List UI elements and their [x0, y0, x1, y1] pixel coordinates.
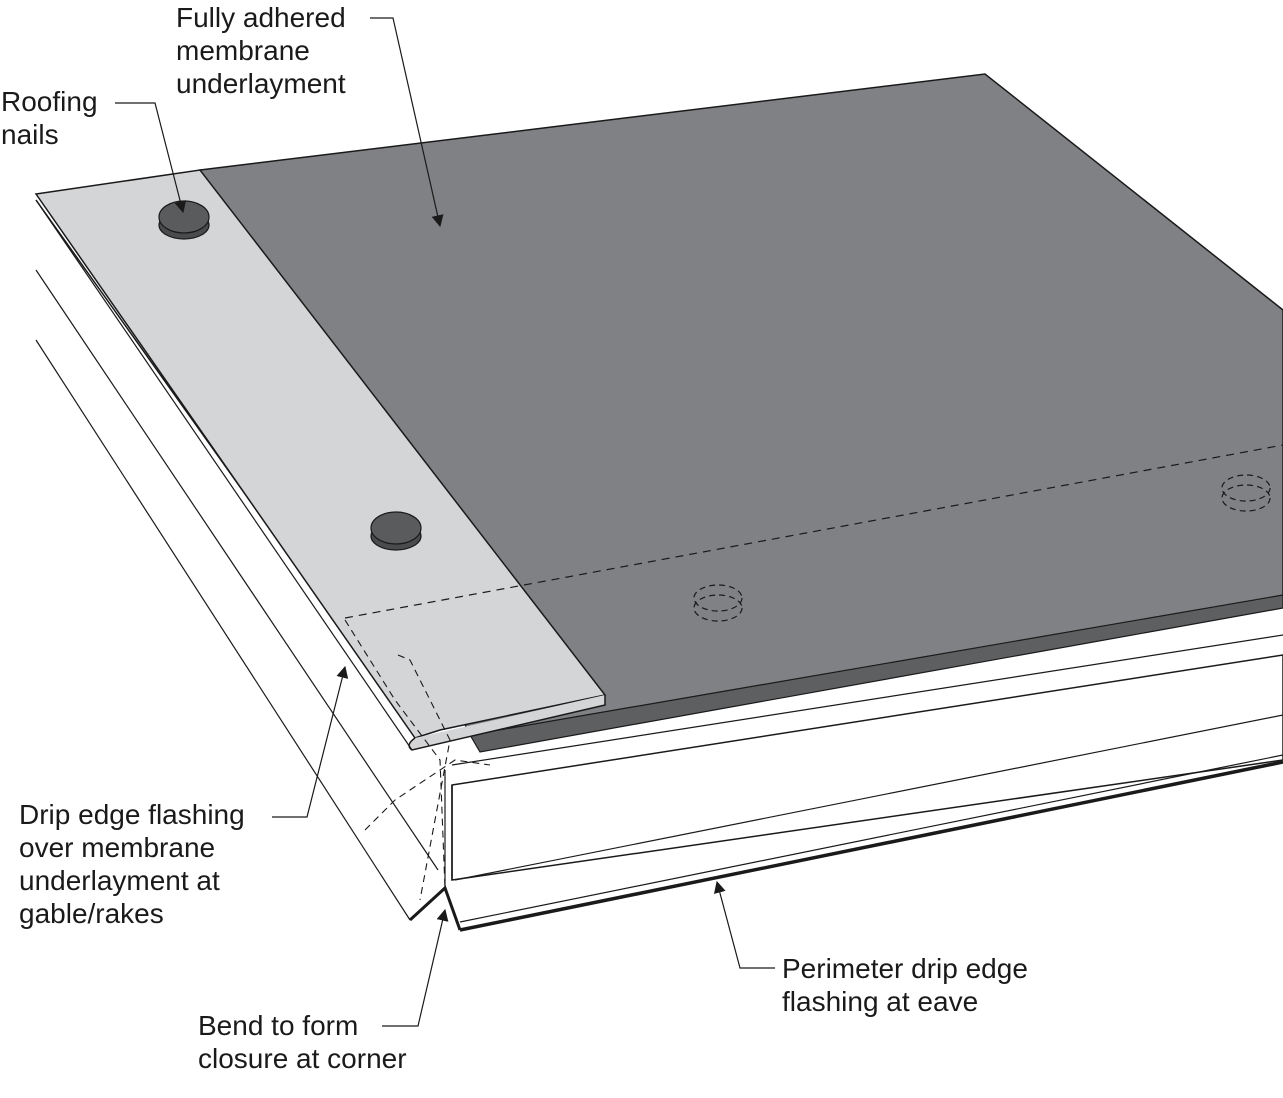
rake-flashing-under-edge	[35, 199, 413, 751]
callout-rake-line-4: gable/rakes	[19, 898, 164, 929]
callout-rake-line-3: underlayment at	[19, 865, 220, 896]
eave-drip-edge-upper-line	[451, 634, 1283, 766]
callout-corner-line-1: Bend to form	[198, 1010, 359, 1041]
leader-corner-bend	[382, 908, 449, 1027]
hidden-nail-right	[1221, 474, 1271, 512]
leader-membrane	[370, 17, 444, 228]
roofing-nail-upper	[158, 200, 210, 240]
rake-corner-profile	[408, 885, 462, 931]
leader-eave-flashing	[713, 880, 775, 969]
callout-membrane-line-1: Fully adhered	[176, 2, 346, 33]
hidden-corner-fold-dashed-3	[364, 759, 491, 831]
callout-eave-line-2: flashing at eave	[782, 986, 979, 1017]
rake-edge-line-2	[35, 269, 439, 871]
eave-drip-edge-fold	[454, 714, 1283, 881]
eave-drip-edge-hem	[459, 760, 1283, 932]
callout-membrane-line-2: membrane	[176, 35, 310, 66]
callout-nails-line-2: nails	[1, 119, 59, 150]
hidden-corner-fold-dashed	[344, 619, 446, 889]
callout-nails-line-1: Roofing	[1, 86, 98, 117]
roofing-nail-lower	[370, 511, 422, 551]
callout-membrane-line-3: underlayment	[176, 68, 346, 99]
callout-eave-line-1: Perimeter drip edge	[782, 953, 1028, 984]
hidden-corner-fold-dashed-2	[397, 654, 451, 901]
leader-rake-flashing	[272, 665, 349, 818]
callout-corner-line-2: closure at corner	[198, 1043, 407, 1074]
hidden-seam-dashed	[344, 444, 1283, 619]
membrane-edge-thickness	[469, 594, 1283, 753]
callout-rake-line-2: over membrane	[19, 832, 216, 863]
hidden-nail-middle	[693, 584, 743, 622]
eave-drip-edge-lip-line	[459, 754, 1283, 923]
leader-nails	[115, 102, 187, 214]
rake-edge-line-3	[35, 339, 411, 921]
callout-rake-line-1: Drip edge flashing	[19, 799, 245, 830]
